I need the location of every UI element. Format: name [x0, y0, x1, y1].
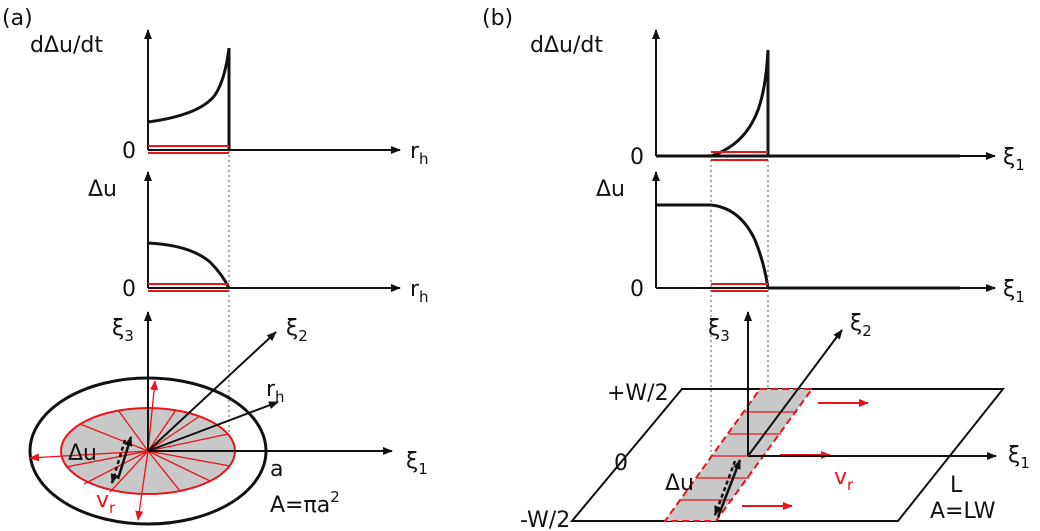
x-axis-label: ξ1	[1003, 277, 1025, 306]
plus-half-width-label: +W/2	[607, 381, 669, 406]
slip-arrow-down	[713, 460, 737, 516]
x-axis-label: rh	[410, 277, 429, 306]
panel-b-rate-plot: dΔu/dt 0 ξ1	[530, 29, 1025, 174]
zero-label: 0	[630, 145, 644, 170]
length-label: L	[950, 473, 963, 498]
panel-a-rate-plot: dΔu/dt 0 rh	[30, 29, 429, 168]
slip-rate-curve	[710, 49, 770, 158]
radius-label: rh	[266, 377, 285, 406]
zero-label: 0	[122, 139, 136, 164]
minus-half-width-label: -W/2	[520, 508, 570, 531]
slip-rate-curve	[147, 47, 231, 150]
panel-a: (a) dΔu/dt 0 rh Δu 0 rh	[2, 6, 429, 526]
panel-b-fault-plane: ξ3 ξ2 ξ1 +W/2 0 -W/2 Δu vr L A=LW	[520, 311, 1030, 531]
rupture-velocity-label: vr	[96, 488, 116, 517]
panel-b-tag: (b)	[482, 6, 513, 31]
rupture-strip	[663, 388, 814, 522]
y-axis-label: Δu	[88, 177, 117, 202]
slip-arrow-down	[110, 439, 127, 484]
x-axis-label: ξ1	[1003, 145, 1025, 174]
slip-label: Δu	[665, 471, 694, 496]
zero-label: 0	[122, 277, 136, 302]
xi2-label: ξ2	[850, 311, 872, 340]
panel-b: (b) dΔu/dt 0 ξ1 Δu 0 ξ1	[482, 6, 1030, 531]
y-axis-label: Δu	[596, 177, 625, 202]
panel-a-circular-crack: ξ3 ξ2 rh ξ1 Δu vr a A=πa2	[28, 311, 428, 526]
zero-width-label: 0	[614, 451, 628, 476]
area-label: A=LW	[930, 499, 996, 524]
xi1-label: ξ1	[1008, 443, 1030, 472]
zero-label: 0	[630, 277, 644, 302]
xi2-label: ξ2	[286, 316, 308, 345]
xi2-axis	[747, 329, 843, 457]
panel-a-tag: (a)	[2, 6, 33, 31]
x-axis-label: rh	[410, 139, 429, 168]
fault-plane	[569, 388, 1006, 522]
panel-a-slip-plot: Δu 0 rh	[88, 171, 429, 306]
xi3-label: ξ3	[708, 316, 730, 345]
panel-b-slip-plot: Δu 0 ξ1	[596, 171, 1025, 306]
slip-curve	[147, 241, 231, 289]
slip-curve	[656, 203, 770, 289]
xi2-axis	[147, 331, 277, 452]
y-axis-label: dΔu/dt	[530, 33, 603, 58]
radius-a-label: a	[270, 457, 283, 482]
area-label: A=πa2	[270, 488, 340, 518]
radius-arrow	[147, 401, 279, 452]
slip-label: Δu	[68, 441, 97, 466]
y-axis-label: dΔu/dt	[30, 33, 103, 58]
slip-arrow-up	[116, 436, 133, 480]
xi1-label: ξ1	[406, 449, 428, 478]
xi3-label: ξ3	[112, 316, 134, 345]
rupture-velocity-label: vr	[834, 465, 854, 494]
